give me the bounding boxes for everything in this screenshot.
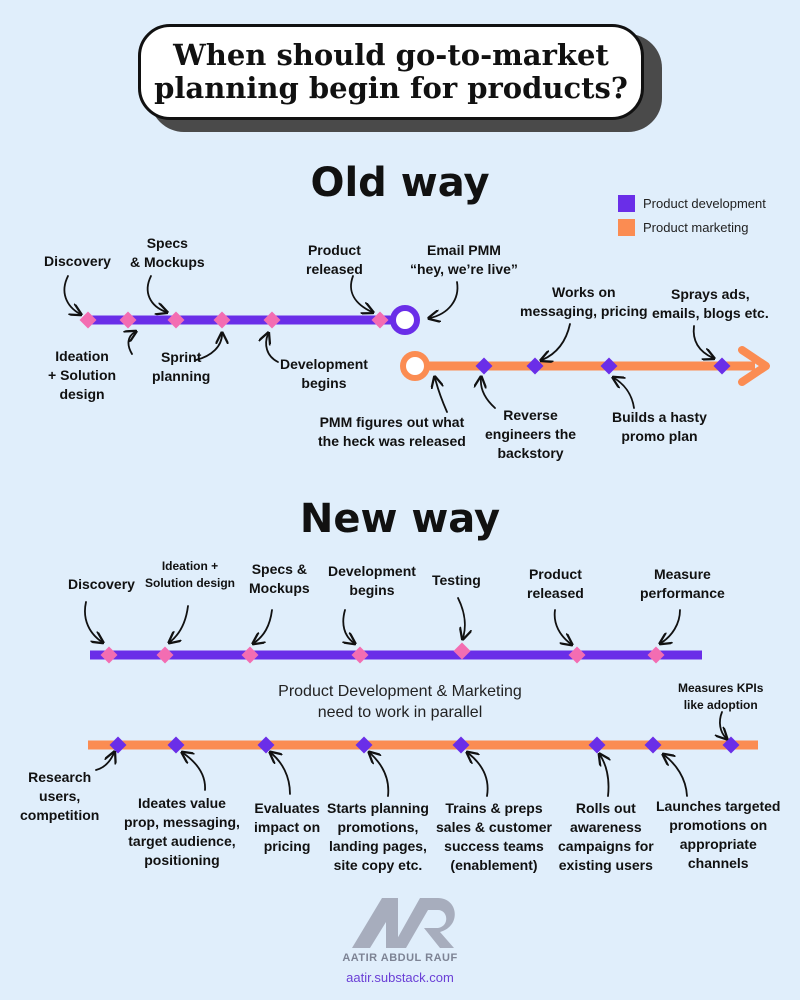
milestone-diamond xyxy=(79,311,97,329)
milestone-diamond xyxy=(167,311,185,329)
milestone-diamond xyxy=(109,736,127,754)
milestone-diamond xyxy=(568,646,586,664)
milestone-diamond xyxy=(213,311,231,329)
milestone-diamond xyxy=(644,736,662,754)
milestone-diamond xyxy=(600,357,618,375)
new-way-mkt-arrows xyxy=(95,711,726,797)
legend-item-development: Product development xyxy=(618,195,766,212)
legend-swatch-development xyxy=(618,195,635,212)
title-box: When should go-to-market planning begin … xyxy=(138,24,644,120)
new-way-dev-arrows xyxy=(84,597,681,644)
new-dev-label-testing: Testing xyxy=(432,572,481,588)
milestone-diamond xyxy=(452,736,470,754)
milestone-diamond xyxy=(241,646,259,664)
old-email-pmm-label: Email PMM“hey, we’re live” xyxy=(410,242,518,277)
new-dev-milestones xyxy=(100,642,665,664)
milestone-diamond xyxy=(722,736,740,754)
milestone-diamond xyxy=(526,357,544,375)
old-dev-release-circle xyxy=(390,305,420,335)
new-mkt-milestones xyxy=(109,736,740,754)
milestone-diamond xyxy=(119,311,137,329)
brand-url-link[interactable]: aatir.substack.com xyxy=(346,970,454,985)
milestone-diamond xyxy=(713,357,731,375)
title-line-1: When should go-to-market xyxy=(173,37,609,72)
old-way-arrows xyxy=(63,275,713,413)
legend-label-development: Product development xyxy=(643,196,766,211)
milestone-diamond xyxy=(167,736,185,754)
new-dev-label-ideation: Ideation +Solution design xyxy=(145,559,235,590)
new-dev-label-discovery: Discovery xyxy=(68,576,135,592)
old-way-heading: Old way xyxy=(310,160,490,206)
page-title: When should go-to-market planning begin … xyxy=(154,37,628,106)
old-mkt-label-sprays: Sprays ads,emails, blogs etc. xyxy=(652,286,769,321)
new-way-heading: New way xyxy=(299,496,501,542)
title-line-2: planning begin for products? xyxy=(154,71,628,105)
milestone-diamond xyxy=(371,311,389,329)
brand-name: AATIR ABDUL RAUF xyxy=(342,952,458,964)
old-dev-label-specs: Specs& Mockups xyxy=(130,235,205,270)
old-mkt-start-circle xyxy=(400,351,430,381)
legend-item-marketing: Product marketing xyxy=(618,219,749,236)
milestone-diamond xyxy=(263,311,281,329)
milestone-diamond xyxy=(257,736,275,754)
milestone-diamond xyxy=(156,646,174,664)
milestone-diamond xyxy=(588,736,606,754)
legend-label-marketing: Product marketing xyxy=(643,220,749,235)
milestone-diamond xyxy=(647,646,665,664)
new-dev-label-specs: Specs &Mockups xyxy=(249,561,310,596)
old-mkt-arrowhead xyxy=(738,346,770,386)
milestone-diamond xyxy=(475,357,493,375)
legend-swatch-marketing xyxy=(618,219,635,236)
milestone-diamond xyxy=(355,736,373,754)
brand-logo xyxy=(352,898,455,948)
milestone-diamond xyxy=(100,646,118,664)
old-dev-label-discovery: Discovery xyxy=(44,253,111,269)
milestone-diamond xyxy=(351,646,369,664)
milestone-diamond xyxy=(453,642,471,660)
